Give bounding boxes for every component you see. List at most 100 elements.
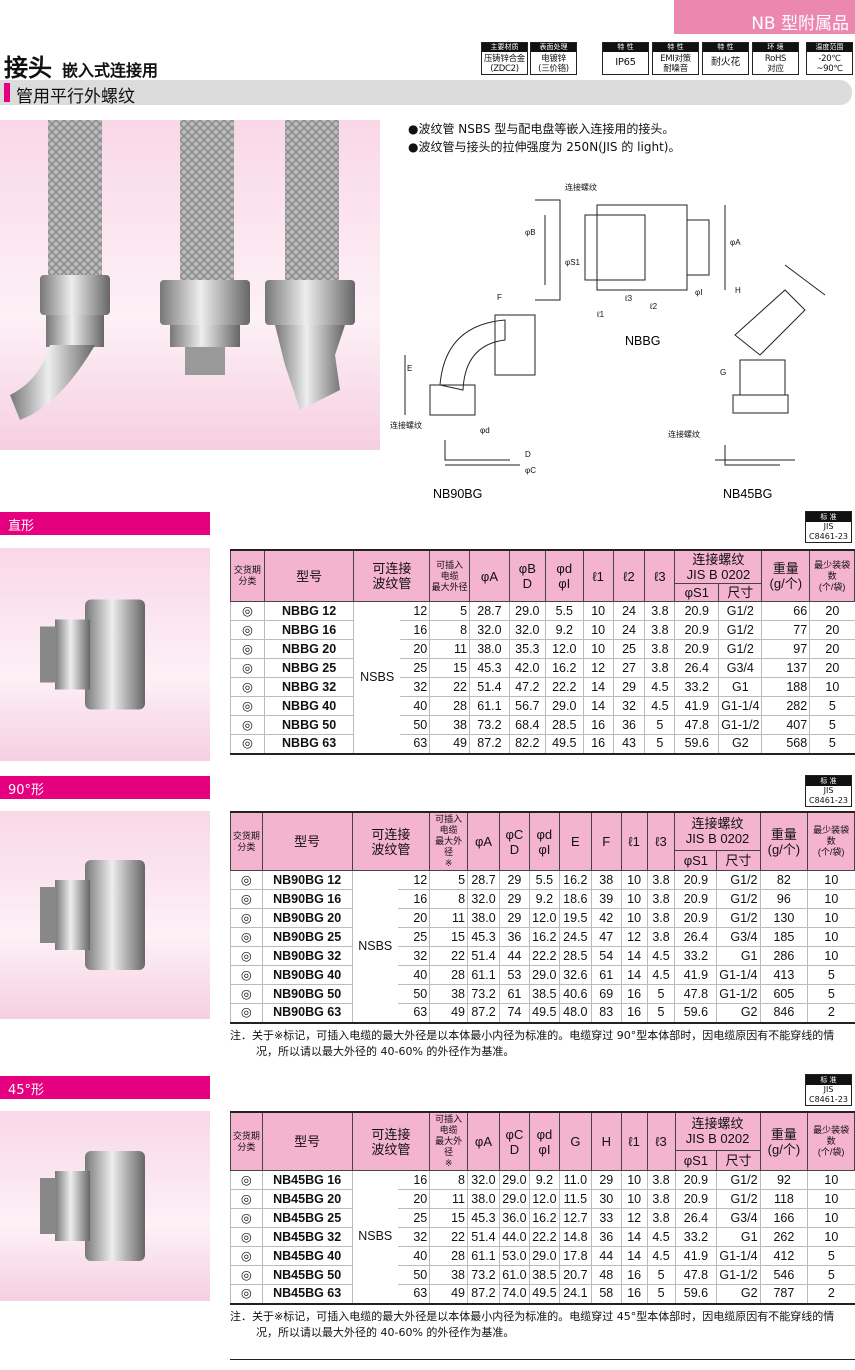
column-header: φA (469, 549, 510, 602)
value-cell: 24.1 (558, 1284, 592, 1304)
delivery-mark: ◎ (230, 734, 265, 754)
column-header: 尺寸 (716, 1149, 761, 1172)
value-cell: 11 (429, 908, 468, 928)
value-cell: 61.1 (466, 1246, 500, 1266)
value-cell: 5 (809, 715, 855, 735)
delivery-mark: ◎ (230, 889, 263, 909)
value-cell: 27 (612, 658, 645, 678)
value-cell: 12 (397, 870, 430, 890)
model-cell: NB90BG 40 (261, 965, 353, 985)
value-cell: 32.0 (467, 889, 500, 909)
value-cell: 40 (399, 696, 430, 716)
subtitle: 嵌入式连接用 (62, 61, 159, 80)
model-cell: NB45BG 40 (261, 1246, 353, 1266)
product-photo (0, 811, 210, 1019)
column-header: 重量 (g/个) (761, 549, 811, 602)
value-cell: G2 (718, 734, 762, 754)
dim-label: φS1 (565, 258, 581, 267)
value-cell: 49.5 (528, 1003, 560, 1023)
standard-header: 标 准 (806, 512, 851, 522)
value-cell: 28 (429, 1246, 468, 1266)
value-cell: 22.2 (544, 677, 584, 697)
tube-type: NSBS (353, 601, 400, 754)
value-cell: 29 (498, 908, 530, 928)
value-cell: G1 (716, 946, 761, 966)
value-cell: 29 (612, 677, 645, 697)
value-cell: 16 (620, 1284, 648, 1304)
value-cell: 20 (397, 1189, 430, 1209)
value-cell: 5 (646, 1003, 675, 1023)
dimension-diagrams: 连接螺纹 连接螺纹 连接螺纹 φB φS1 φI φA ℓ1 ℓ2 ℓ3 D F… (390, 182, 826, 501)
value-cell: 10 (807, 946, 855, 966)
column-header: 型号 (261, 1111, 353, 1171)
value-cell: 82 (759, 870, 808, 890)
column-header: G (558, 1111, 592, 1171)
value-cell: 22 (429, 677, 470, 697)
badge-value: -20℃ ~90℃ (816, 54, 843, 74)
nb45bg-caption: NB45BG (723, 487, 772, 501)
value-cell: 38.0 (467, 908, 500, 928)
model-cell: NB90BG 20 (261, 908, 353, 928)
column-header: 可连接 波纹管 (353, 549, 431, 602)
value-cell: 413 (759, 965, 808, 985)
value-cell: 40.6 (558, 984, 592, 1004)
value-cell: 36.0 (498, 1208, 530, 1228)
value-cell: 29 (498, 870, 530, 890)
value-cell: 73.2 (469, 715, 510, 735)
value-cell: 407 (761, 715, 810, 735)
value-cell: 63 (399, 734, 430, 754)
category-tab: NB 型附属品 (674, 0, 855, 34)
value-cell: 74 (498, 1003, 530, 1023)
column-header: 可连接 波纹管 (351, 811, 431, 871)
value-cell: 20.9 (674, 601, 719, 621)
model-cell: NBBG 12 (263, 601, 354, 621)
value-cell: G1/2 (716, 1170, 761, 1190)
value-cell: 185 (759, 927, 808, 947)
column-header: 交货期 分类 (230, 549, 265, 602)
value-cell: 14.8 (558, 1227, 592, 1247)
value-cell: 10 (807, 927, 855, 947)
tube-type: NSBS (351, 1170, 398, 1304)
column-header: φd φI (528, 811, 560, 871)
value-cell: 58 (590, 1284, 622, 1304)
value-cell: G2 (716, 1284, 761, 1304)
value-cell: 36 (590, 1227, 622, 1247)
dim-label: G (720, 368, 726, 377)
tube-type: NSBS (351, 870, 398, 1023)
value-cell: 66 (761, 601, 810, 621)
dim-label: H (735, 286, 741, 295)
section-label: 45°形 (0, 1076, 210, 1099)
value-cell: 28.7 (467, 870, 500, 890)
badge-header: 特 性 (703, 43, 748, 52)
value-cell: 26.4 (674, 1208, 717, 1228)
value-cell: 118 (759, 1189, 808, 1209)
standard-header: 标 准 (806, 1075, 851, 1085)
delivery-mark: ◎ (230, 696, 265, 716)
value-cell: 96 (759, 889, 808, 909)
badge-header: 特 性 (653, 43, 698, 52)
column-header: 连接螺纹 JIS B 0202 (674, 811, 761, 851)
standard-jis: JIS (823, 522, 834, 531)
value-cell: 787 (759, 1284, 808, 1304)
value-cell: 5 (809, 734, 855, 754)
value-cell: 605 (759, 984, 808, 1004)
model-cell: NBBG 50 (263, 715, 354, 735)
value-cell: 44.0 (498, 1227, 530, 1247)
value-cell: 32 (399, 677, 430, 697)
model-cell: NB90BG 16 (261, 889, 353, 909)
value-cell: 32.0 (508, 620, 546, 640)
column-header: φC D (498, 811, 530, 871)
value-cell: 546 (759, 1265, 808, 1285)
value-cell: 11 (429, 1189, 468, 1209)
value-cell: 16 (582, 715, 614, 735)
section-label: 90°形 (0, 776, 210, 799)
dim-label: ℓ2 (649, 302, 658, 311)
value-cell: 2 (807, 1284, 855, 1304)
value-cell: 20 (397, 908, 430, 928)
value-cell: 53.0 (498, 1246, 530, 1266)
